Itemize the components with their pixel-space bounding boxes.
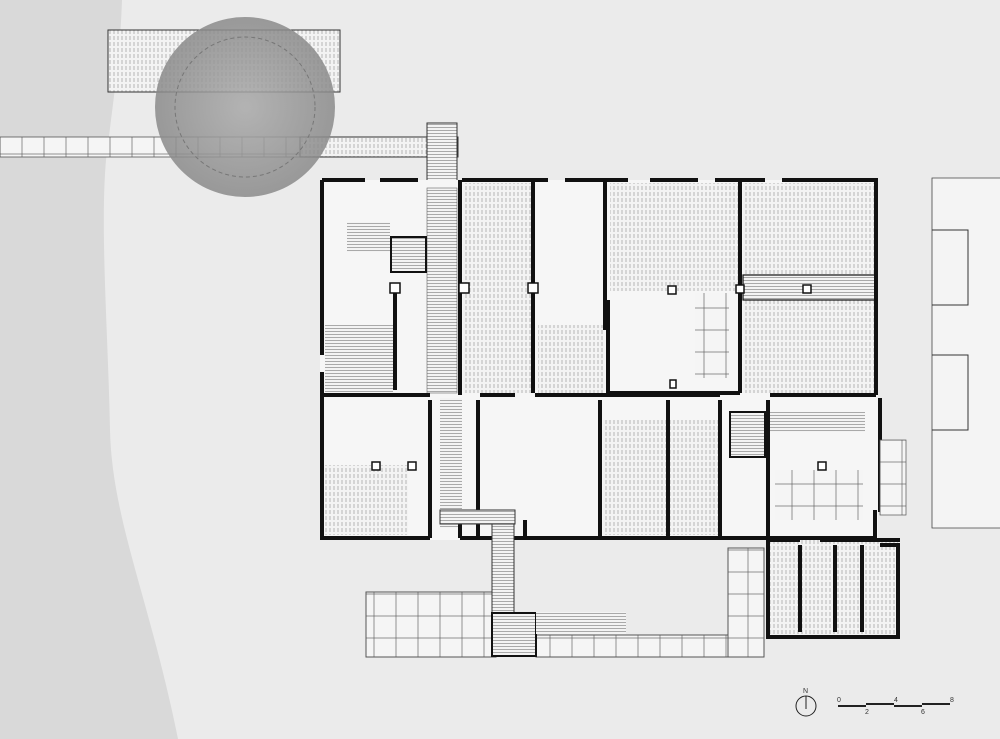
columns [371, 282, 827, 471]
room-grid [695, 293, 729, 378]
south-deck [491, 612, 537, 657]
corridor-stair [426, 187, 458, 394]
street-area [0, 0, 178, 739]
room-floor-hatch [325, 465, 408, 535]
annex-walls [766, 538, 900, 639]
scale-tick-label: 2 [865, 709, 869, 716]
south-landing [439, 509, 516, 525]
neighbour-building [931, 177, 1000, 529]
south-bench [536, 612, 626, 634]
room-floor-hatch [610, 183, 740, 291]
terrace [365, 591, 497, 658]
room-floor-hatch [538, 325, 603, 393]
scale-tick-label: 0 [837, 697, 841, 704]
stair-box [390, 236, 427, 273]
stair-hatch [347, 222, 390, 252]
room-floor-hatch [603, 420, 718, 535]
scale-segment [894, 705, 922, 707]
scale-tick-label: 6 [921, 709, 925, 716]
scale-tick-label: 8 [950, 697, 954, 704]
tree [155, 17, 335, 197]
south-path [535, 634, 747, 658]
scale-tick-label: 4 [894, 697, 898, 704]
stair-hatch [325, 325, 393, 392]
scale-segment [922, 703, 950, 705]
stair-hatch [770, 412, 865, 432]
corridor-stair [440, 398, 462, 528]
stair-block [729, 411, 766, 458]
annex-path [879, 439, 907, 516]
north-arrow: N [795, 688, 817, 717]
stair-north [426, 122, 458, 189]
scale-segment [838, 705, 866, 707]
neighbour-outline [932, 229, 969, 431]
room-grid [775, 470, 863, 520]
room-floor-hatch [463, 183, 533, 393]
north-arrow-label: N [803, 688, 808, 695]
scale-segment [866, 703, 894, 705]
scale-bar: 0 2 4 6 8 [837, 697, 954, 716]
south-stair [491, 509, 515, 616]
tree-canopy-detail [174, 36, 316, 178]
east-path [727, 547, 765, 658]
